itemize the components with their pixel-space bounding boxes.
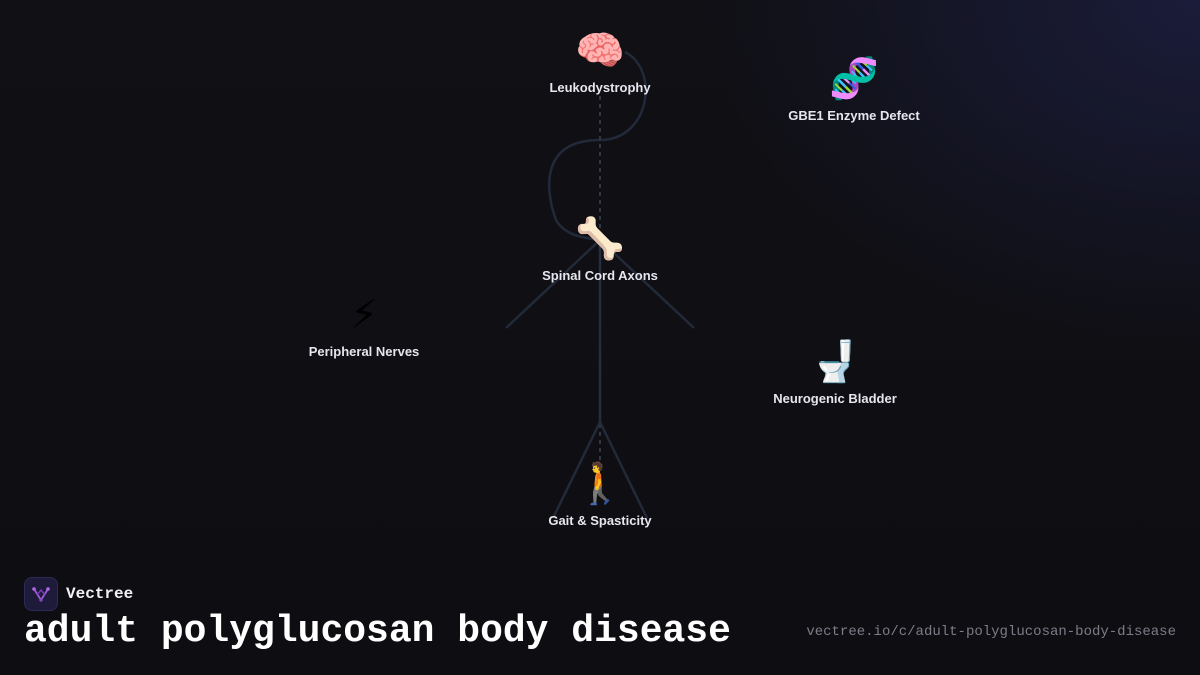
node-label: Gait & Spasticity [548, 513, 652, 528]
bone-icon: 🦴 [575, 216, 625, 262]
node-label: Neurogenic Bladder [773, 391, 897, 406]
page-title: adult polyglucosan body disease [24, 610, 731, 653]
left-arm-line [505, 239, 601, 329]
brain-icon: 🧠 [575, 28, 625, 74]
node-spinal-cord-axons[interactable]: 🦴 Spinal Cord Axons [542, 216, 658, 283]
left-leg-line [551, 421, 602, 519]
node-label: GBE1 Enzyme Defect [788, 108, 920, 123]
brand-name: Vectree [66, 585, 134, 603]
node-neurogenic-bladder[interactable]: 🚽 Neurogenic Bladder [773, 339, 897, 406]
brand[interactable]: Vectree [24, 577, 133, 611]
node-label: Peripheral Nerves [308, 344, 420, 359]
vectree-logo-icon [24, 577, 58, 611]
node-leukodystrophy[interactable]: 🧠 Leukodystrophy [549, 28, 650, 95]
node-gbe1-enzyme-defect[interactable]: 🧬 GBE1 Enzyme Defect [788, 56, 920, 123]
page-url[interactable]: vectree.io/c/adult-polyglucosan-body-dis… [806, 624, 1176, 640]
right-leg-line [598, 421, 649, 519]
node-label: Leukodystrophy [549, 80, 651, 95]
node-label: Spinal Cord Axons [542, 268, 658, 283]
spine-curve [547, 50, 647, 242]
node-gait-spasticity[interactable]: 🚶 Gait & Spasticity [548, 461, 651, 528]
node-peripheral-nerves[interactable]: ⚡ Peripheral Nerves [309, 292, 420, 359]
dna-icon: 🧬 [829, 56, 879, 102]
lightning-icon: ⚡ [349, 292, 379, 338]
toilet-icon: 🚽 [810, 339, 860, 385]
right-arm-line [599, 239, 695, 329]
walking-person-icon: 🚶 [575, 461, 625, 507]
